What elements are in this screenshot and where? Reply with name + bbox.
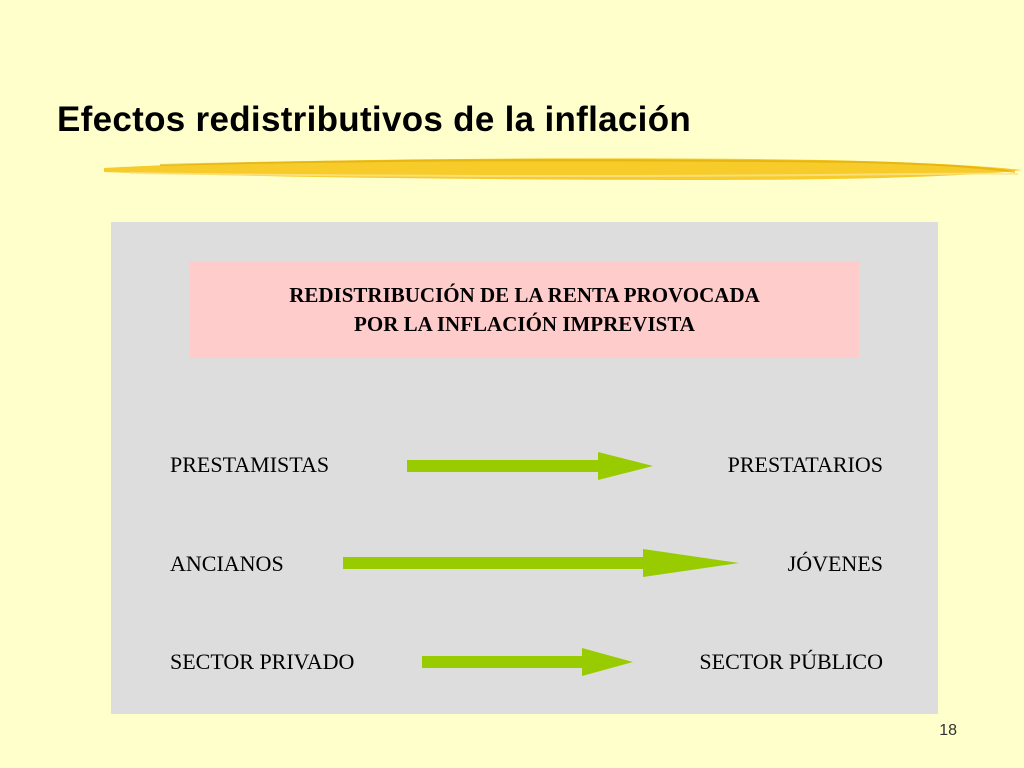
heading-line-2: POR LA INFLACIÓN IMPREVISTA [354, 311, 695, 336]
transfer-from-label: SECTOR PRIVADO [170, 649, 355, 674]
transfer-to-label: JÓVENES [787, 551, 883, 576]
transfer-to-label: SECTOR PÚBLICO [699, 649, 883, 674]
green-arrow-icon [422, 648, 633, 676]
green-arrow-icon [407, 452, 653, 480]
transfer-from-label: PRESTAMISTAS [170, 452, 330, 477]
green-arrow-icon [343, 549, 739, 577]
page-number: 18 [939, 722, 957, 739]
transfer-from-label: ANCIANOS [170, 551, 284, 576]
title-underline-brushstroke [104, 158, 1022, 180]
heading-line-1: REDISTRIBUCIÓN DE LA RENTA PROVOCADA [289, 282, 760, 307]
transfer-to-label: PRESTATARIOS [727, 452, 883, 477]
slide-title: Efectos redistributivos de la inflación [57, 100, 692, 139]
heading-box: REDISTRIBUCIÓN DE LA RENTA PROVOCADA POR… [190, 261, 859, 358]
